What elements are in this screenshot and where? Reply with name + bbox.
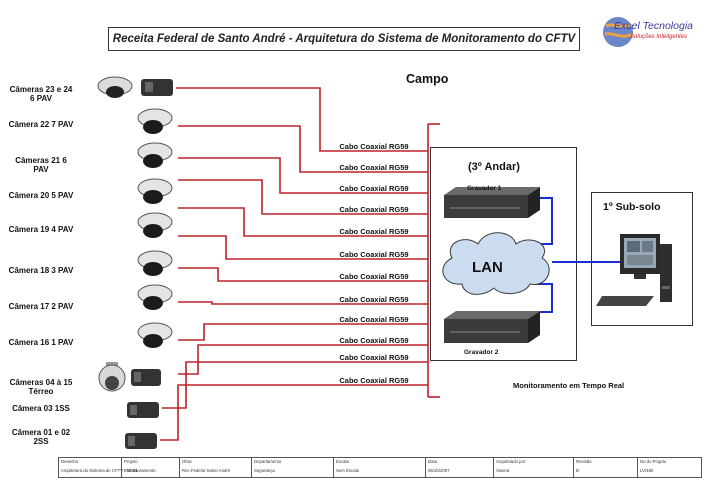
cable-label: Cabo Coaxial RG59 [339, 295, 409, 304]
box-camera-icon [141, 79, 173, 96]
dome-camera-icon [137, 212, 173, 238]
camera-label: Câmeras 21 6 PAV [15, 156, 67, 174]
box-camera-icon [127, 402, 159, 418]
tb-cell: Obra Rec.Federal Santo André [179, 458, 252, 477]
subsolo-title: 1º Sub-solo [603, 201, 661, 213]
dome-camera-icon [137, 250, 173, 276]
cable-label: Cabo Coaxial RG59 [339, 336, 409, 345]
network-lines [534, 197, 620, 313]
box-camera-icon [131, 369, 161, 386]
camera-label: Câmera 16 1 PAV [8, 338, 74, 347]
workstation-icon [596, 234, 672, 306]
tb-value: LV/480 [640, 468, 654, 473]
diagram-title-box: Receita Federal de Santo André - Arquite… [108, 27, 580, 51]
recorder-2 [444, 311, 540, 343]
camera-label: Câmera 01 e 02 2SS [11, 428, 71, 446]
lan-label: LAN [472, 259, 503, 276]
globe-icon [603, 17, 633, 47]
cable-label: Cabo Coaxial RG59 [339, 353, 409, 362]
diagram-title: Receita Federal de Santo André - Arquite… [112, 33, 576, 45]
dome-camera-icon [137, 178, 173, 204]
logo-text: Excel Tecnologia [614, 20, 693, 32]
third-floor-title: (3º Andar) [468, 161, 520, 173]
company-logo: Excel Tecnologia Soluções Inteligentes [600, 12, 700, 52]
tb-value: B [576, 468, 579, 473]
tb-cell: Revisão B [573, 458, 638, 477]
dome-camera-icon [137, 108, 173, 134]
tb-value: Sem Escala [336, 468, 359, 473]
camera-icons [97, 76, 173, 449]
camera-label: Câmera 17 2 PAV [8, 302, 74, 311]
recorder-1-label: Gravador 1 [467, 185, 502, 192]
recorder-1 [444, 187, 540, 218]
lan-cloud [442, 232, 550, 295]
tb-cell: Desenho Arquitetura do Sistema de CFTV -… [59, 458, 156, 477]
campo-label: Campo [406, 72, 449, 86]
tb-cell: Departamento Segurança [251, 458, 334, 477]
dome-camera-icon [137, 322, 173, 348]
cable-label: Cabo Coaxial RG59 [339, 315, 409, 324]
tb-value: 05/10/2007 [428, 468, 450, 473]
tb-header: Obra [182, 459, 192, 464]
camera-label: Câmera 22 7 PAV [8, 120, 74, 129]
dome-camera-icon [137, 284, 173, 310]
camera-label: Câmera 18 3 PAV [8, 266, 74, 275]
tb-cell: No do Projeto LV/480 [637, 458, 702, 477]
tb-header: Escala [336, 459, 349, 464]
camera-label: Câmera 20 5 PAV [8, 191, 74, 200]
tb-cell: Arquitetado por Vasera [493, 458, 574, 477]
tb-header: No do Projeto [640, 459, 667, 464]
camera-label: Câmeras 04 à 15 Térreo [9, 378, 73, 396]
tb-value: EXCEL [124, 468, 139, 473]
tb-value: Segurança [254, 468, 275, 473]
camera-label: Câmera 03 1SS [12, 404, 70, 413]
title-block: Desenho Arquitetura do Sistema de CFTV -… [58, 457, 702, 478]
cable-label: Cabo Coaxial RG59 [339, 184, 409, 193]
recorder-2-label: Gravador 2 [464, 349, 499, 356]
dome-camera-icon [137, 142, 173, 168]
tb-value: Arquitetura do Sistema de CFTV - Monitor… [61, 468, 156, 473]
ptz-camera-icon [98, 362, 126, 392]
tb-header: Data [428, 459, 438, 464]
cable-label: Cabo Coaxial RG59 [339, 250, 409, 259]
camera-label: Câmera 19 4 PAV [8, 225, 74, 234]
cable-label: Cabo Coaxial RG59 [339, 227, 409, 236]
camera-label: Câmeras 23 e 24 6 PAV [9, 85, 73, 103]
tb-cell: Escala Sem Escala [333, 458, 426, 477]
box-camera-icon [125, 433, 157, 449]
dome-camera-icon [97, 76, 133, 98]
tb-cell: Projeto EXCEL [121, 458, 180, 477]
logo-tagline: Soluções Inteligentes [630, 34, 688, 40]
cable-lines [160, 87, 440, 441]
tb-value: Vasera [496, 468, 510, 473]
tb-header: Projeto [124, 459, 138, 464]
tb-cell: Data 05/10/2007 [425, 458, 494, 477]
tb-header: Revisão [576, 459, 592, 464]
cable-label: Cabo Coaxial RG59 [339, 142, 409, 151]
tb-header: Departamento [254, 459, 282, 464]
monitoring-label: Monitoramento em Tempo Real [513, 381, 625, 390]
cable-label: Cabo Coaxial RG59 [339, 376, 409, 385]
tb-header: Arquitetado por [496, 459, 526, 464]
cable-label: Cabo Coaxial RG59 [339, 205, 409, 214]
cable-label: Cabo Coaxial RG59 [339, 272, 409, 281]
tb-value: Rec.Federal Santo André [182, 468, 231, 473]
tb-header: Desenho [61, 459, 79, 464]
cable-label: Cabo Coaxial RG59 [339, 163, 409, 172]
